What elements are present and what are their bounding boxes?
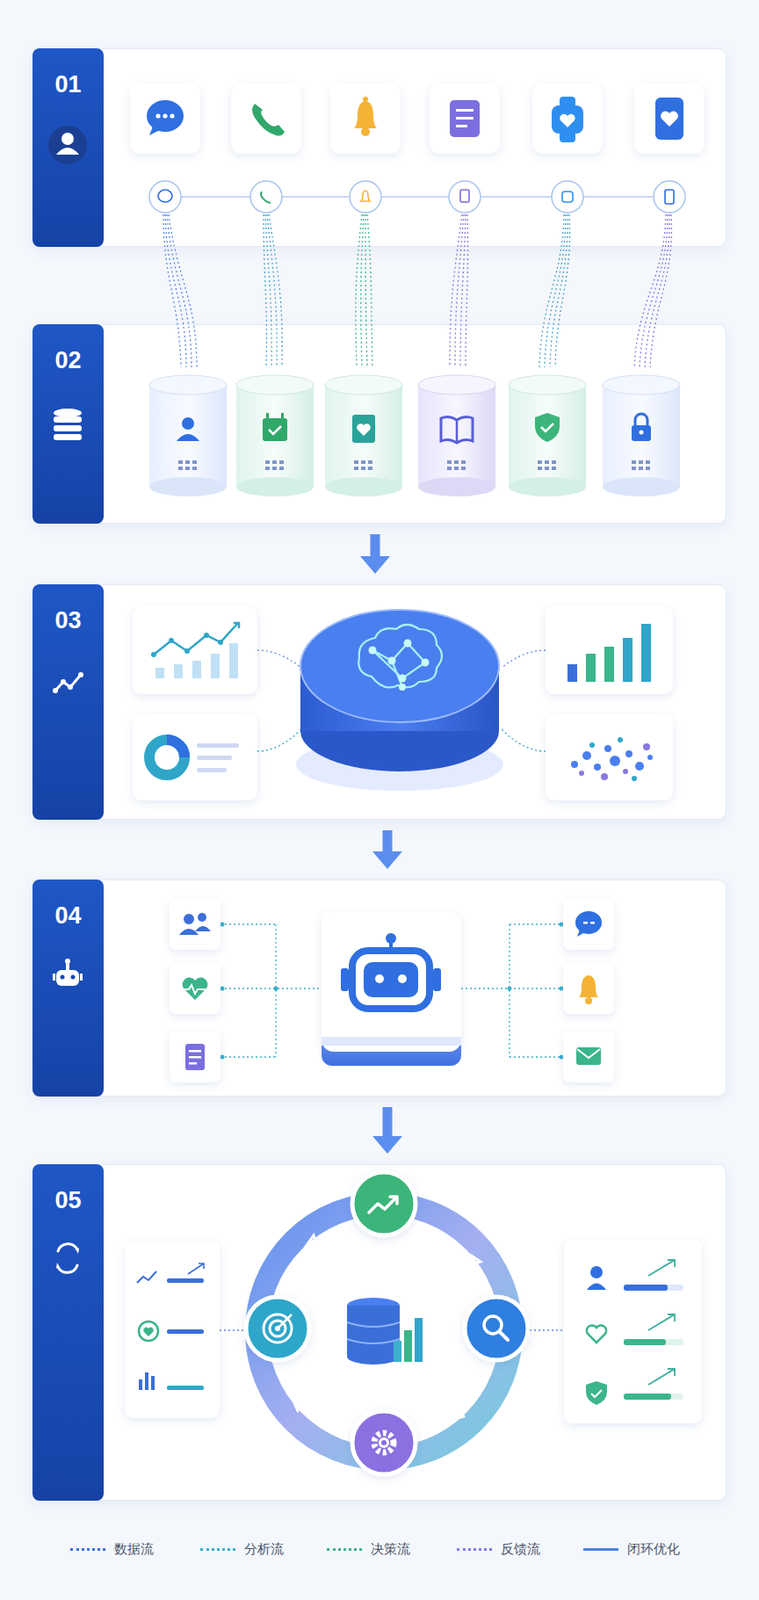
legend-text: 反馈流 (500, 1540, 541, 1558)
legend-item: 反馈流 (456, 1537, 541, 1561)
step-band: 02 (32, 324, 104, 524)
legend-text: 闭环优化 (627, 1540, 680, 1558)
legend-item: 数据流 (70, 1537, 154, 1561)
legend-text: 分析流 (244, 1540, 284, 1558)
legend-text: 数据流 (114, 1540, 154, 1558)
step-number: 01 (32, 71, 104, 99)
stage-row: 04 (32, 879, 727, 1097)
legend: 数据流 分析流 决策流 反馈流 闭环优化 (0, 1537, 759, 1561)
analysis-engine (132, 606, 673, 801)
step-band: 04 (32, 879, 104, 1097)
step-band: 05 (32, 1163, 104, 1501)
legend-sample (326, 1547, 362, 1551)
stage-row: 02 (32, 324, 727, 524)
stage-row: 05 (32, 1163, 727, 1501)
arrow-head (360, 556, 391, 574)
legend-sample (70, 1547, 106, 1551)
flow-arrow (372, 1106, 403, 1154)
channel-icons (130, 83, 705, 213)
legend-sample (583, 1547, 619, 1551)
legend-sample (456, 1547, 492, 1551)
step-number: 04 (32, 902, 104, 930)
arrow-shaft (370, 534, 381, 558)
arrow-head (372, 851, 403, 869)
legend-sample (200, 1547, 236, 1551)
arrow-shaft (383, 1106, 393, 1138)
decision-agent (169, 898, 615, 1083)
arrow-shaft (383, 830, 393, 853)
step-band: 03 (32, 584, 104, 820)
step-number: 05 (32, 1186, 104, 1215)
stage-row: 03 (32, 584, 727, 820)
stage-row: 01 (32, 48, 727, 247)
legend-item: 闭环优化 (583, 1537, 680, 1561)
data-flow-curves (163, 214, 672, 368)
database-cylinders (149, 375, 680, 497)
legend-item: 决策流 (326, 1537, 411, 1561)
band-icons (48, 125, 87, 1273)
step-number: 03 (32, 607, 104, 635)
step-number: 02 (32, 346, 104, 375)
step-band: 01 (32, 48, 104, 247)
legend-text: 决策流 (370, 1540, 411, 1558)
flow-arrow (360, 534, 391, 574)
optimization-loop (124, 1171, 702, 1475)
arrow-head (372, 1135, 403, 1154)
flow-arrow (372, 830, 403, 869)
legend-item: 分析流 (200, 1537, 284, 1561)
